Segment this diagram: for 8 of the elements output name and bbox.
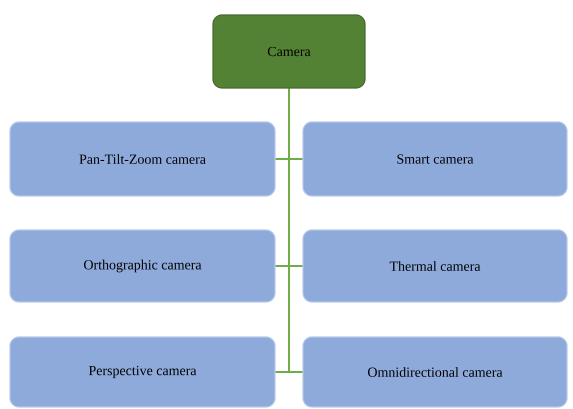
category-box: Orthographic camera bbox=[9, 229, 276, 303]
root-box: Camera bbox=[212, 14, 366, 89]
category-box: Omnidirectional camera bbox=[302, 336, 568, 408]
category-box: Pan-Tilt-Zoom camera bbox=[9, 121, 276, 197]
connector-line bbox=[288, 88, 302, 373]
category-box: Smart camera bbox=[302, 121, 568, 197]
category-box: Thermal camera bbox=[302, 229, 568, 303]
category-box: Perspective camera bbox=[9, 336, 276, 408]
